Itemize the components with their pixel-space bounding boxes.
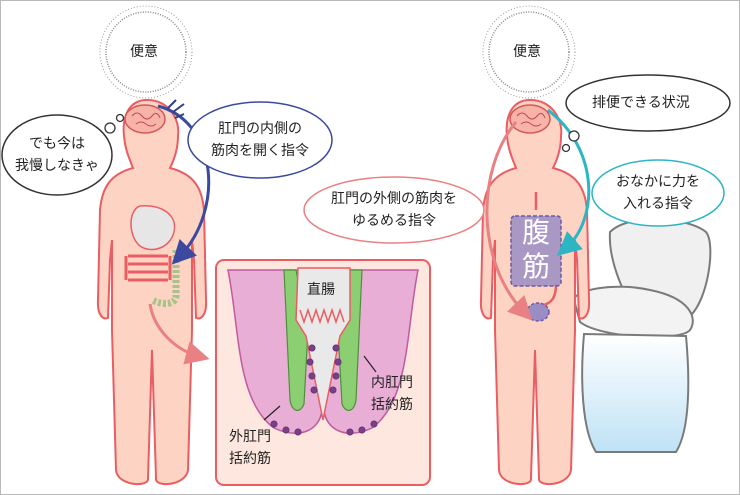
abdomen-command-text: おなかに力を 入れる指令 xyxy=(598,171,718,215)
left-inner-command-text: 肛門の内側の 筋肉を開く指令 xyxy=(194,118,326,162)
left-thought-line-1: でも今は xyxy=(29,136,85,152)
left-inner-command-arrow xyxy=(157,104,211,265)
left-urge-label: 便意 xyxy=(130,44,158,60)
abdominal-label-char-1: 腹 xyxy=(521,216,550,249)
left-thought-bubble xyxy=(1,113,125,196)
left-thought-line-2: 我慢しなきゃ xyxy=(15,158,99,174)
right-body xyxy=(479,98,591,486)
outer-command-arrow xyxy=(485,121,533,321)
external-sphincter-line-2: 括約筋 xyxy=(229,451,271,467)
right-thought-bubble xyxy=(561,74,731,153)
toilet xyxy=(572,218,712,453)
outer-command-line-2: ゆるめる指令 xyxy=(352,213,436,229)
internal-sphincter-line-1: 内肛門 xyxy=(371,375,413,391)
external-sphincter-line-1: 外肛門 xyxy=(229,429,271,445)
outer-command-line-1: 肛門の外側の筋肉を xyxy=(331,191,457,207)
right-urge-burst xyxy=(482,5,576,99)
outer-command-bubble xyxy=(303,176,485,244)
left-urge-burst xyxy=(99,5,193,99)
left-zoom-arrow xyxy=(148,303,210,365)
internal-sphincter-line-2: 括約筋 xyxy=(371,397,413,413)
external-sphincter-label: 外肛門 括約筋 xyxy=(220,426,280,470)
abdominal-muscle-label: 腹 筋 xyxy=(511,216,561,284)
left-body xyxy=(96,98,208,486)
left-digestive-tract xyxy=(124,205,180,307)
left-inner-command-line-2: 筋肉を開く指令 xyxy=(211,143,309,159)
right-urge-label: 便意 xyxy=(513,44,541,60)
abdomen-command-line-1: おなかに力を xyxy=(616,174,700,190)
rectum-tube xyxy=(295,267,351,421)
anal-sphincter-inset xyxy=(215,259,431,486)
left-alert-marks xyxy=(167,99,185,119)
abdomen-command-bubble xyxy=(591,159,725,227)
internal-sphincter-label: 内肛門 括約筋 xyxy=(362,372,422,416)
left-inner-command-bubble xyxy=(187,101,333,179)
abdomen-command-arrow xyxy=(547,108,591,256)
left-thought-text: でも今は 我慢しなきゃ xyxy=(10,133,104,177)
left-inner-command-line-1: 肛門の内側の xyxy=(218,121,302,137)
right-thought-text: 排便できる状況 xyxy=(592,95,690,111)
rectum-label: 直腸 xyxy=(307,282,335,298)
outer-command-text: 肛門の外側の筋肉を ゆるめる指令 xyxy=(310,188,478,232)
right-anus-marker xyxy=(526,302,550,322)
abdominal-label-char-2: 筋 xyxy=(521,250,550,283)
abdomen-command-line-2: 入れる指令 xyxy=(623,196,693,212)
